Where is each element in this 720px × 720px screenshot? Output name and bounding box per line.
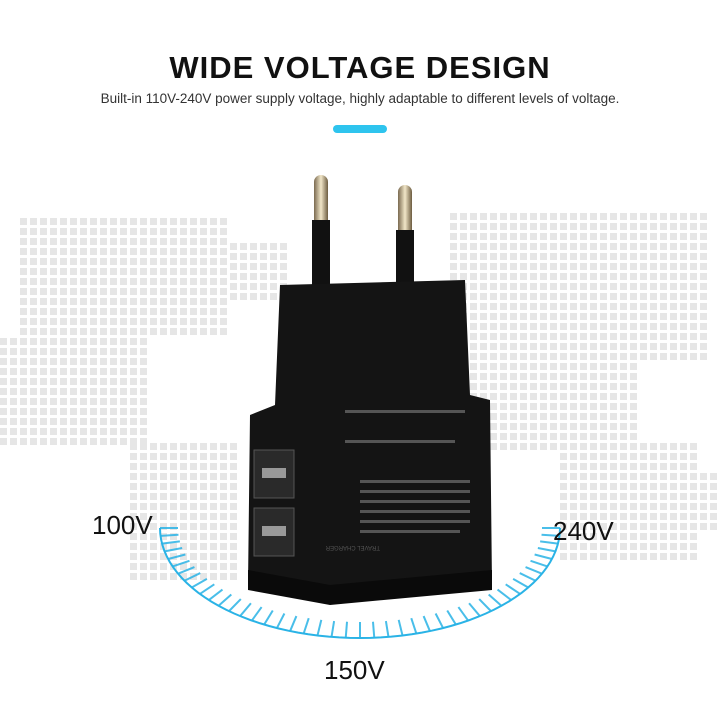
dial-tick (534, 553, 553, 560)
dial-tick (397, 619, 404, 636)
dial-tick (496, 588, 512, 601)
dial-tick (530, 559, 548, 568)
dial-tick (316, 619, 323, 636)
dial-tick (177, 566, 195, 575)
dial-tick (468, 602, 481, 617)
dial-tick (410, 617, 418, 634)
dial-tick (276, 613, 286, 629)
dial-tick (540, 540, 559, 545)
dial-tick (164, 546, 183, 553)
dial-tick (525, 566, 543, 575)
dial-tick (478, 598, 492, 612)
dial-tick (239, 602, 252, 617)
dial-tick (512, 577, 529, 589)
dial-tick (422, 615, 431, 632)
plug-pins (312, 175, 414, 290)
dial-ticks (159, 527, 561, 640)
dial-tick (161, 540, 180, 545)
dial-label-150v: 150V (324, 655, 385, 685)
dial-tick (302, 617, 310, 634)
dial-tick (541, 533, 560, 537)
dial-tick (172, 559, 190, 568)
dial-tick (199, 583, 215, 595)
page-title: WIDE VOLTAGE DESIGN (169, 50, 551, 85)
dial-label-240v: 240V (553, 516, 614, 546)
dial-tick (208, 588, 224, 601)
dial-tick (160, 533, 179, 537)
dial-tick (505, 583, 521, 595)
dial-tick (191, 577, 208, 589)
dial-tick (184, 572, 201, 582)
dial-tick (537, 546, 556, 553)
dial-tick (330, 620, 336, 638)
dial-tick (519, 572, 536, 582)
dial-tick (344, 621, 349, 638)
dial-tick (263, 609, 274, 626)
dial-tick (217, 593, 232, 607)
dial-tick (167, 553, 186, 560)
accent-bar (333, 125, 387, 133)
dial-tick (384, 620, 390, 638)
dial-tick (446, 609, 457, 626)
dial-tick (488, 593, 503, 607)
dial-tick (228, 598, 242, 612)
dial-tick (251, 606, 263, 622)
dial-tick (371, 621, 376, 638)
charger-label: TRAVEL CHARGER (325, 544, 380, 550)
dial-label-100v: 100V (92, 510, 153, 540)
dial-tick (434, 613, 444, 629)
dial-tick (289, 615, 298, 632)
page-subtitle: Built-in 110V-240V power supply voltage,… (100, 91, 620, 106)
dial-tick (457, 606, 469, 622)
